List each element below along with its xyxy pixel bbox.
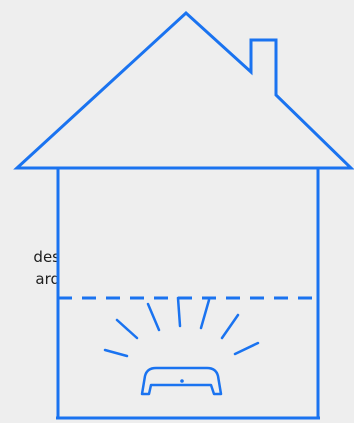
ray-4	[178, 298, 180, 326]
ray-1	[105, 350, 127, 356]
ray-2	[117, 320, 137, 338]
roof-outline	[17, 13, 351, 168]
ray-6	[222, 315, 238, 338]
ray-5	[201, 300, 209, 328]
router-led	[180, 379, 184, 383]
ray-7	[235, 343, 258, 354]
router-icon	[142, 368, 221, 394]
ray-3	[148, 304, 159, 330]
signal-rays-icon	[105, 298, 258, 356]
